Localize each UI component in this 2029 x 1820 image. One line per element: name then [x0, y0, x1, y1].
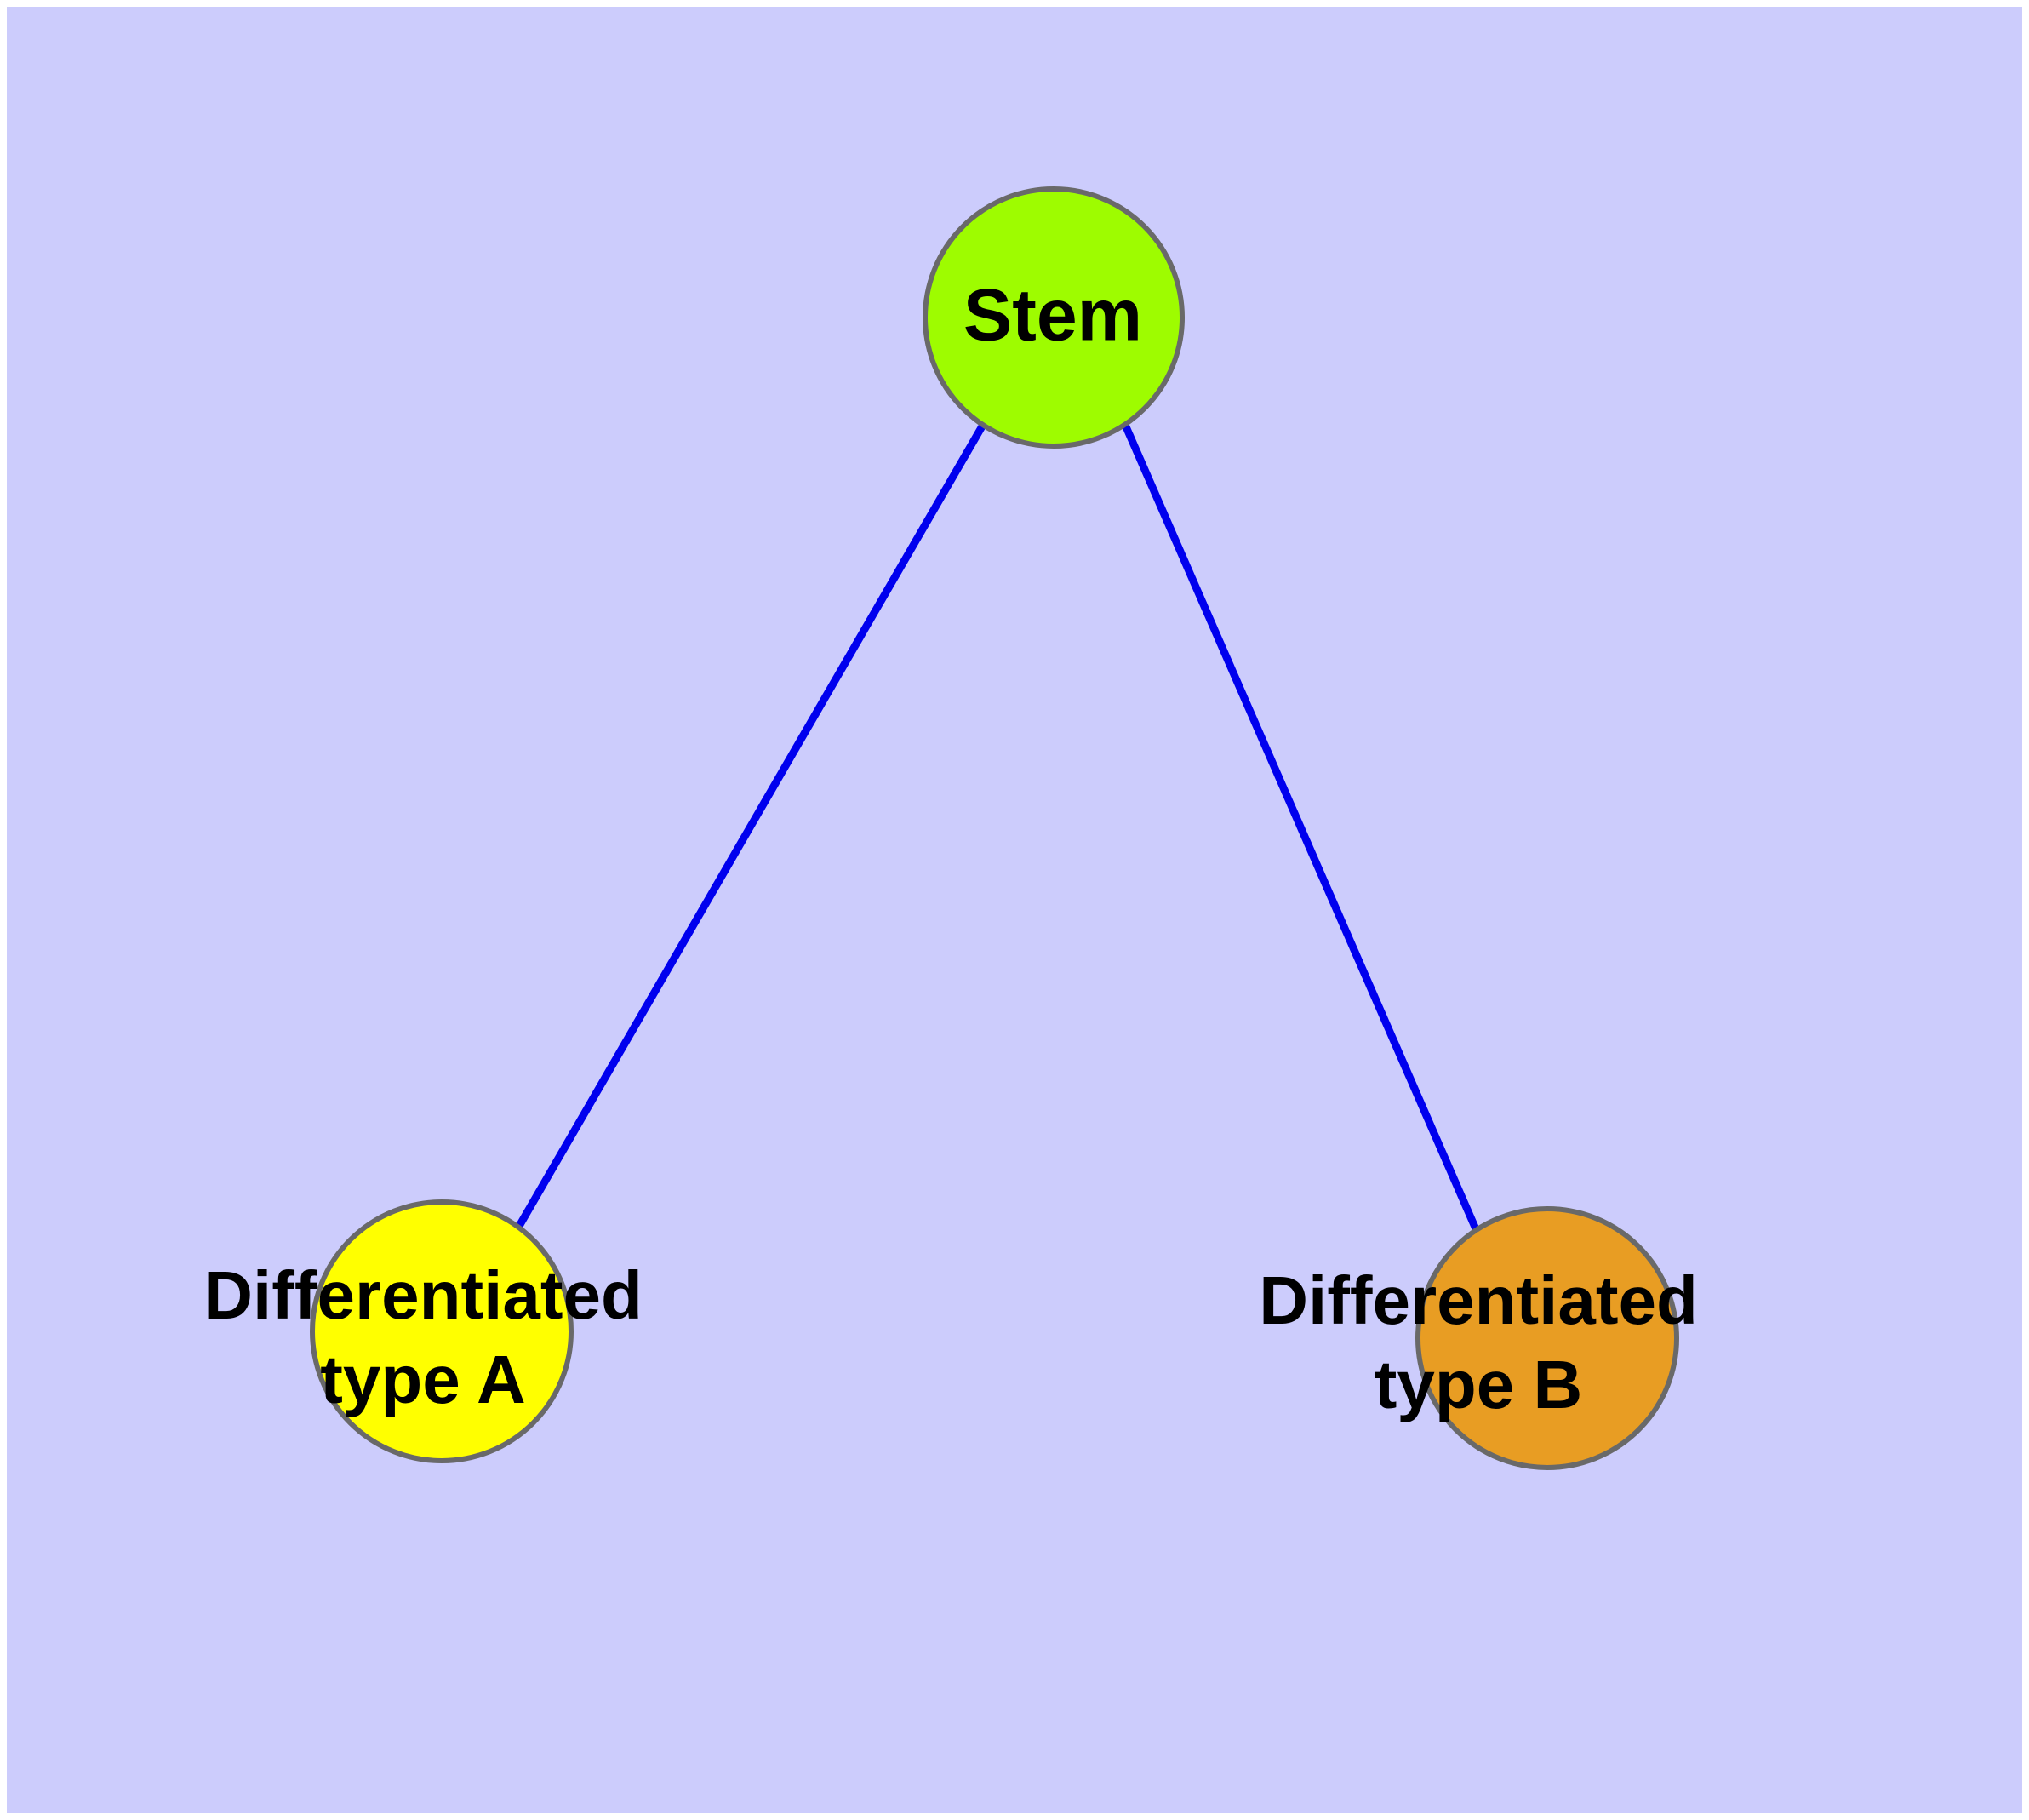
node-label-differentiated-type-b-line1: Differentiated — [1259, 1262, 1698, 1338]
node-label-differentiated-type-a-line2: type A — [320, 1342, 526, 1417]
node-layer — [310, 186, 1679, 1470]
edge-stem-to-differentiated-type-b[interactable] — [1121, 423, 1481, 1233]
edge-stem-to-differentiated-type-a[interactable] — [515, 422, 986, 1230]
label-layer: Stem Differentiated type A Differentiate… — [203, 275, 1698, 1422]
node-label-differentiated-type-b-line2: type B — [1375, 1347, 1583, 1422]
node-label-differentiated-type-a-line1: Differentiated — [203, 1257, 643, 1333]
node-label-stem: Stem — [963, 275, 1142, 357]
node-stem[interactable] — [923, 186, 1185, 449]
node-differentiated-type-b[interactable] — [1415, 1206, 1679, 1470]
edge-layer — [515, 422, 1481, 1233]
node-differentiated-type-a[interactable] — [310, 1199, 574, 1463]
